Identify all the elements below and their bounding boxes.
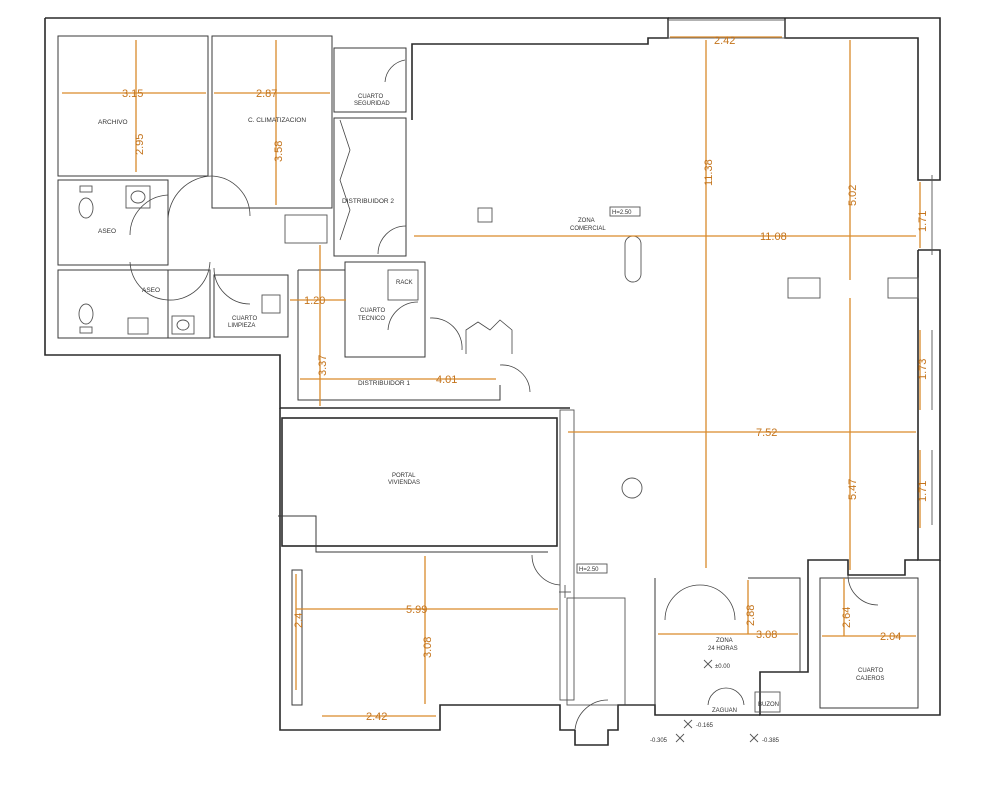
height-tag-comercial: H=2.50	[612, 210, 632, 216]
dimension-labels: 3.15 2.87 2.95 3.58 2.42 11.38 5.02 1.71…	[122, 35, 929, 723]
dim-7-52: 7.52	[756, 427, 777, 439]
level-minus-0-305: -0.305	[650, 738, 668, 744]
dim-5-02: 5.02	[847, 185, 859, 206]
annotations: H=2.50 H=2.50 ±0.00 -0.165 -0.305 -0.385	[559, 206, 780, 744]
dim-5-47: 5.47	[847, 479, 859, 500]
room-zaguan: ZAGUAN	[712, 708, 737, 714]
dim-3-08-horizontal: 3.08	[756, 629, 777, 641]
room-limpieza-line1: CUARTO	[232, 316, 257, 322]
room-buzon: BUZON	[758, 702, 779, 708]
room-zona24-line2: 24 HORAS	[708, 646, 738, 652]
room-archivo: ARCHIVO	[98, 119, 128, 126]
dim-11-08: 11.08	[760, 231, 787, 243]
level-minus-0-385: -0.385	[762, 738, 780, 744]
dim-2-4: 2.4	[293, 613, 305, 628]
room-seguridad-line2: SEGURIDAD	[354, 101, 390, 107]
rack-label: RACK	[396, 280, 413, 286]
level-marker-icon	[683, 719, 693, 729]
room-cajeros-line1: CUARTO	[858, 668, 883, 674]
dim-2-42-top: 2.42	[714, 35, 735, 47]
room-zona-comercial-line1: ZONA	[578, 218, 595, 224]
room-labels: ARCHIVO C. CLIMATIZACION CUARTO SEGURIDA…	[98, 94, 884, 714]
dim-3-15: 3.15	[122, 88, 143, 100]
room-limpieza-line2: LIMPIEZA	[228, 323, 255, 329]
dim-5-99: 5.99	[406, 604, 427, 616]
room-zona24-line1: ZONA	[716, 638, 733, 644]
dim-3-58: 3.58	[273, 141, 285, 162]
dim-3-08-vertical: 3.08	[422, 637, 434, 658]
dim-3-37: 3.37	[317, 355, 329, 376]
portal-wall	[281, 417, 558, 547]
height-tag-portal: H=2.50	[579, 567, 599, 573]
level-minus-0-165: -0.165	[696, 723, 714, 729]
doors	[129, 59, 879, 731]
room-climatizacion: C. CLIMATIZACION	[248, 117, 306, 124]
dim-2-04: 2.04	[880, 631, 901, 643]
room-aseo-2: ASEO	[142, 287, 160, 294]
dim-4-01: 4.01	[436, 374, 457, 386]
room-aseo-1: ASEO	[98, 228, 116, 235]
dim-1-73: 1.73	[917, 359, 929, 380]
room-distribuidor-2: DISTRIBUIDOR 2	[342, 198, 394, 205]
walls	[44, 17, 941, 746]
dim-1-20: 1.20	[304, 295, 325, 307]
level-marker-icon	[703, 659, 713, 669]
room-portal-line2: VIVIENDAS	[388, 480, 420, 486]
dim-2-42-bottom: 2.42	[366, 711, 387, 723]
dim-2-64: 2.64	[841, 607, 853, 628]
dim-2-95: 2.95	[134, 134, 146, 155]
level-marker-icon	[749, 733, 759, 743]
room-portal-line1: PORTAL	[392, 473, 416, 479]
sanitary-fixtures	[78, 185, 195, 335]
level-marker-icon	[675, 733, 685, 743]
room-tecnico-line2: TECNICO	[358, 316, 385, 322]
level-0-00: ±0.00	[715, 664, 731, 670]
dim-11-38: 11.38	[703, 159, 715, 186]
room-cajeros-line2: CAJEROS	[856, 676, 884, 682]
room-seguridad-line1: CUARTO	[358, 94, 383, 100]
room-distribuidor-1: DISTRIBUIDOR 1	[358, 380, 410, 387]
room-zona-comercial-line2: COMERCIAL	[570, 226, 606, 232]
dimension-lines	[62, 36, 921, 717]
dim-2-88: 2.88	[745, 605, 757, 626]
dim-1-71-a: 1.71	[917, 211, 929, 232]
outer-wall-right	[668, 17, 941, 181]
dim-1-71-b: 1.71	[917, 481, 929, 502]
dim-2-87: 2.87	[256, 88, 277, 100]
room-tecnico-line1: CUARTO	[360, 308, 385, 314]
